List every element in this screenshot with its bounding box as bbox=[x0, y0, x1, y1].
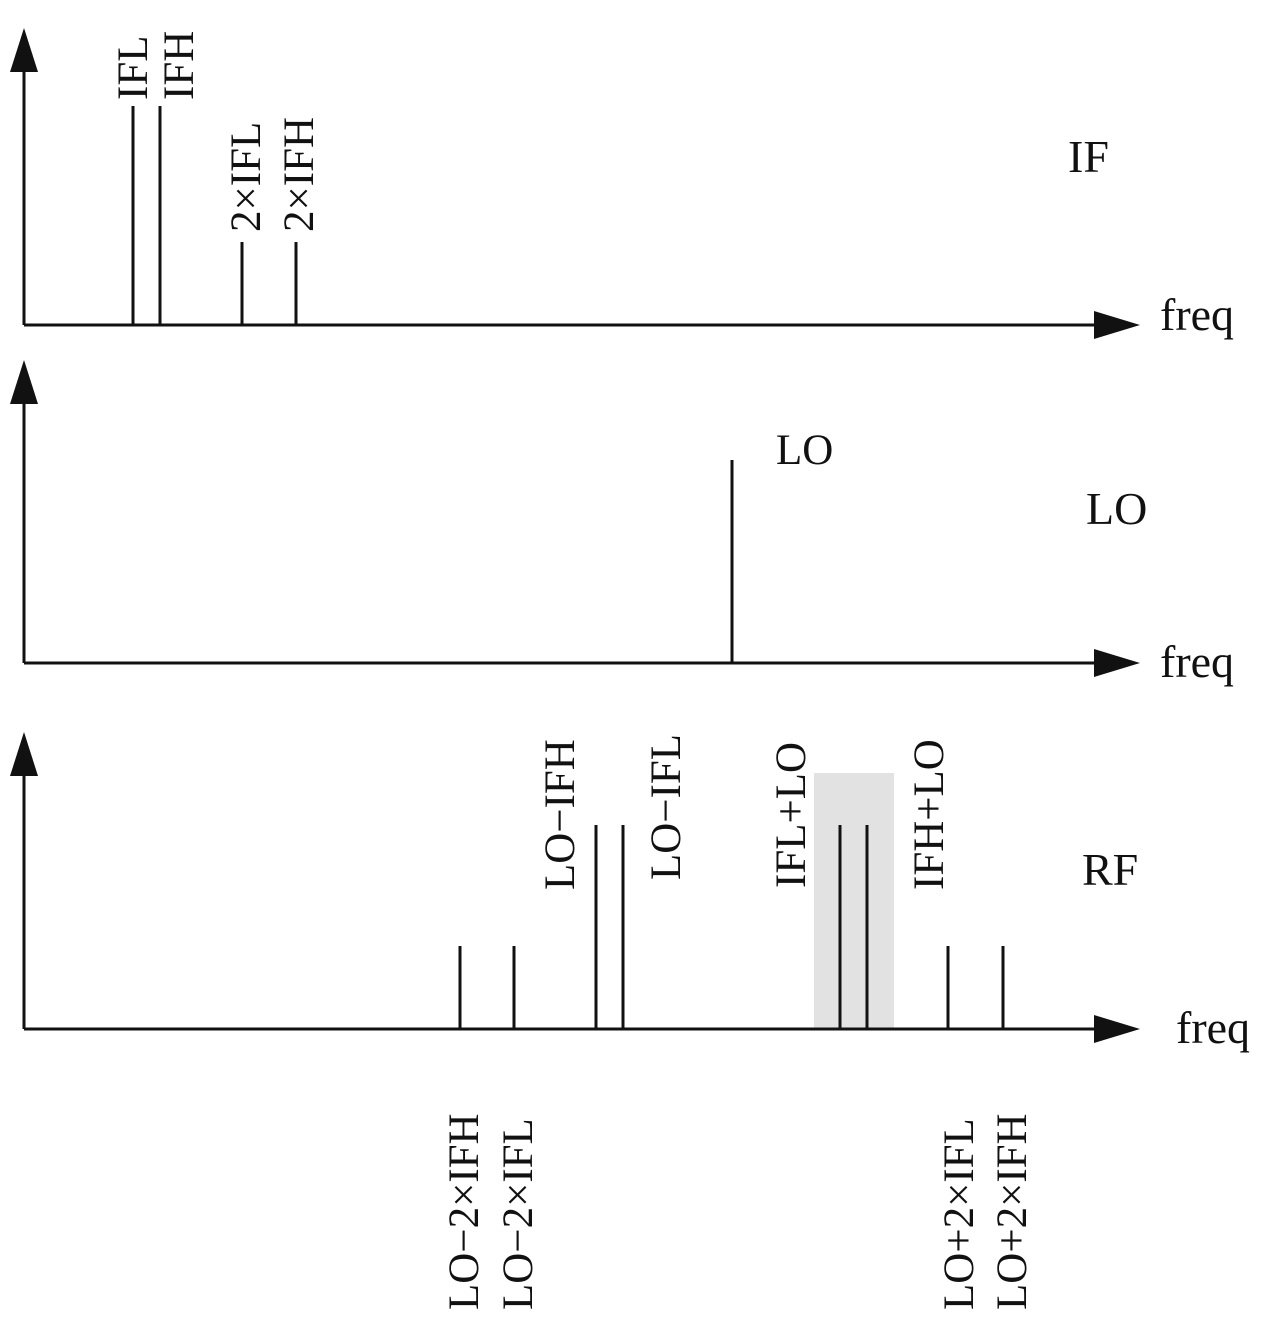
lo-x-arrow bbox=[1094, 649, 1140, 677]
rf-panel: LO−IFH LO−IFL IFL+LO IFH+LO LO−2×IFH LO−… bbox=[10, 732, 1250, 1310]
lo-axis-label: freq bbox=[1160, 636, 1234, 687]
if-x-arrow bbox=[1094, 311, 1140, 339]
if-panel-title: IF bbox=[1068, 131, 1109, 182]
rf-label-lo-2ifl: LO−2×IFL bbox=[495, 1118, 542, 1310]
if-axis-label: freq bbox=[1160, 289, 1234, 340]
rf-panel-title: RF bbox=[1082, 844, 1138, 895]
rf-x-arrow bbox=[1094, 1015, 1140, 1043]
rf-label-lo-plus-2ifl: LO+2×IFL bbox=[936, 1118, 983, 1310]
lo-label-lo: LO bbox=[776, 427, 833, 474]
if-panel: IFL IFH 2×IFL 2×IFH IF freq bbox=[10, 28, 1234, 340]
lo-y-arrow bbox=[10, 360, 38, 404]
rf-label-lo-plus-2ifh: LO+2×IFH bbox=[989, 1113, 1036, 1310]
rf-label-ifl-lo: IFL+LO bbox=[768, 742, 815, 888]
if-label-2ifl: 2×IFL bbox=[223, 122, 270, 232]
lo-panel-title: LO bbox=[1086, 483, 1147, 534]
if-y-arrow bbox=[10, 28, 38, 72]
rf-label-lo-2ifh: LO−2×IFH bbox=[441, 1113, 488, 1310]
rf-label-lo-ifl: LO−IFL bbox=[643, 734, 690, 880]
rf-highlight-band bbox=[814, 773, 894, 1029]
rf-label-lo-ifh: LO−IFH bbox=[537, 739, 584, 890]
if-label-ifl: IFL bbox=[110, 36, 157, 101]
if-label-ifh: IFH bbox=[156, 31, 203, 100]
rf-label-ifh-lo: IFH+LO bbox=[906, 739, 953, 890]
rf-axis-label: freq bbox=[1176, 1002, 1250, 1053]
if-label-2ifh: 2×IFH bbox=[276, 117, 323, 232]
rf-y-arrow bbox=[10, 732, 38, 776]
lo-panel: LO LO freq bbox=[10, 360, 1234, 687]
